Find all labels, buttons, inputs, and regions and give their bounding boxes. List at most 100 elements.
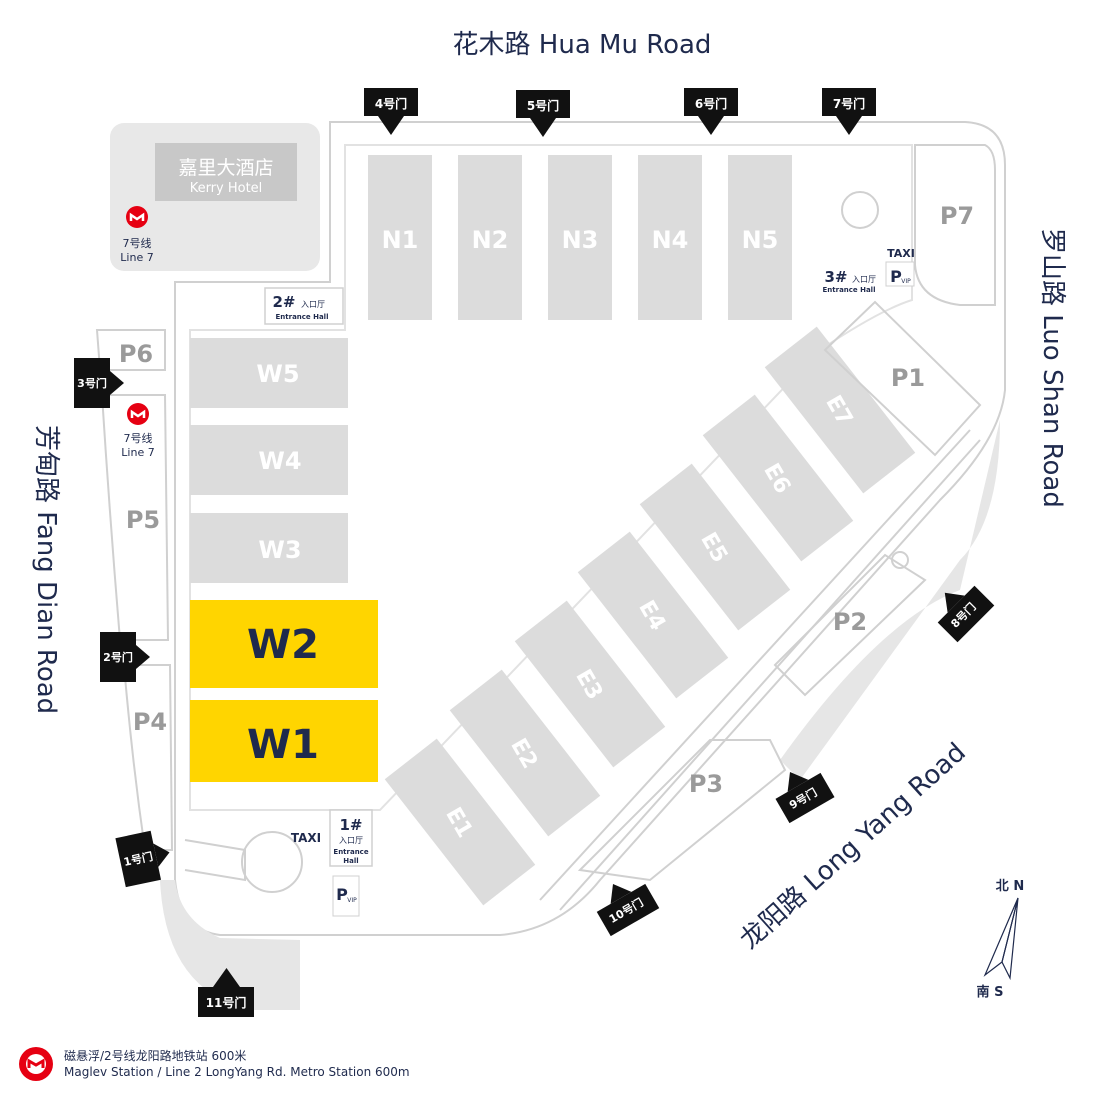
- hall-n2[interactable]: [458, 155, 522, 320]
- sw-road: [184, 839, 246, 882]
- hall-label-n2: N2: [472, 226, 509, 254]
- hall-label-w2: W2: [247, 622, 319, 668]
- hall-label-w4: W4: [258, 447, 301, 475]
- hall-label-n3: N3: [562, 226, 599, 254]
- hall-w4[interactable]: [190, 425, 348, 495]
- entrance-hall-1[interactable]: [329, 809, 373, 867]
- compass-icon: [983, 897, 1019, 981]
- entrance-1-cn: 入口厅: [339, 836, 363, 845]
- entrance-hall-2[interactable]: [264, 287, 344, 325]
- greenery-se: [780, 420, 1000, 780]
- gate-5-arrow-icon: [530, 118, 556, 137]
- gate-1[interactable]: [115, 828, 174, 888]
- road-east: 罗山路 Luo Shan Road: [1037, 228, 1067, 508]
- hotel-building[interactable]: [155, 143, 297, 201]
- entrance-hall-3[interactable]: [820, 262, 878, 296]
- hall-label-w3: W3: [258, 536, 301, 564]
- taxi-label-north: TAXI: [887, 247, 915, 260]
- gate-7-arrow-icon: [836, 116, 862, 135]
- hall-label-n5: N5: [742, 226, 779, 254]
- hall-e2[interactable]: [449, 669, 601, 837]
- gate-2-label: 2号门: [103, 650, 133, 664]
- gate-11-label: 11号门: [206, 995, 247, 1010]
- hall-e7[interactable]: [764, 326, 916, 494]
- parking-p2: P2: [833, 608, 867, 636]
- gate-9[interactable]: [767, 759, 835, 824]
- hall-w5[interactable]: [190, 338, 348, 408]
- footer-line-en: Maglev Station / Line 2 LongYang Rd. Met…: [64, 1065, 410, 1079]
- gate-3[interactable]: [74, 358, 124, 408]
- diagonal-road-inner: [539, 429, 971, 901]
- gate-9-arrow-icon: [787, 772, 809, 792]
- hall-e3[interactable]: [514, 600, 666, 768]
- vip-parking-south[interactable]: [332, 875, 360, 917]
- roundabout-east: [891, 551, 909, 569]
- hall-n5[interactable]: [728, 155, 792, 320]
- hall-n1[interactable]: [368, 155, 432, 320]
- gate-5[interactable]: [516, 90, 570, 137]
- gate-11[interactable]: [198, 968, 254, 1017]
- p7-block: [914, 144, 996, 306]
- metro-line-cn-west: 7号线: [124, 431, 153, 445]
- vip-sub-north: VIP: [901, 278, 911, 285]
- inner-site: [189, 144, 913, 811]
- compass-south: 南 S: [977, 984, 1004, 1000]
- gate-10-arrow-icon: [610, 884, 632, 904]
- hall-n3[interactable]: [548, 155, 612, 320]
- p1-block: [823, 300, 982, 457]
- parking-p4: P4: [133, 708, 167, 736]
- entrance-3-num: 3#: [824, 268, 847, 286]
- diagonal-road-outer: [559, 439, 981, 911]
- metro-icon-west: [127, 403, 149, 425]
- west-strip: [95, 329, 166, 371]
- vip-parking-north[interactable]: [885, 261, 915, 287]
- roundabout-north: [841, 191, 879, 229]
- entrance-2-en: Entrance Hall: [276, 313, 329, 321]
- north-halls: [368, 155, 792, 320]
- metro-icon-top: [126, 206, 148, 228]
- gate-8-arrow-icon: [944, 592, 965, 613]
- parking-p7: P7: [940, 202, 974, 230]
- west-strip-bottom: [122, 664, 174, 851]
- gate-8[interactable]: [926, 574, 995, 643]
- hall-label-w5: W5: [256, 360, 299, 388]
- vip-sub-south: VIP: [347, 897, 357, 904]
- entrance-2-cn: 入口厅: [301, 300, 325, 309]
- gate-2-arrow-icon: [136, 645, 150, 669]
- vip-p-south: P: [336, 885, 348, 904]
- entrance-1-en1: Entrance: [333, 848, 368, 856]
- hall-n4[interactable]: [638, 155, 702, 320]
- greenery-sw: [160, 880, 300, 1010]
- footer-line-cn: 磁悬浮/2号线龙阳路地铁站 600米: [64, 1049, 247, 1063]
- entrance-1-en2: Hall: [343, 857, 358, 865]
- metro-line-en-west: Line 7: [121, 446, 154, 459]
- hall-w1[interactable]: [190, 700, 378, 782]
- gate-4[interactable]: [364, 88, 418, 135]
- parking-p3: P3: [689, 770, 723, 798]
- compass-north: 北 N: [996, 879, 1024, 894]
- parking-p5: P5: [126, 506, 160, 534]
- gate-6-label: 6号门: [695, 96, 727, 111]
- metro-line-cn-top: 7号线: [123, 236, 152, 250]
- gate-4-arrow-icon: [378, 116, 404, 135]
- hall-e5[interactable]: [639, 463, 791, 631]
- road-southeast: 龙阳路 Long Yang Road: [735, 737, 972, 955]
- hotel-name-en: Kerry Hotel: [190, 181, 263, 196]
- hall-w3[interactable]: [190, 513, 348, 583]
- road-north: 花木路 Hua Mu Road: [453, 30, 712, 60]
- hall-e6[interactable]: [702, 394, 854, 562]
- gate-6[interactable]: [684, 88, 738, 135]
- hall-e1[interactable]: [384, 738, 536, 906]
- gate-2[interactable]: [100, 632, 150, 682]
- gate-7[interactable]: [822, 88, 876, 135]
- gate-5-label: 5号门: [527, 98, 559, 113]
- p2-block: [773, 553, 927, 697]
- taxi-label-south: TAXI: [291, 831, 321, 845]
- hall-label-n1: N1: [382, 226, 419, 254]
- entrance-3-cn: 入口厅: [852, 275, 876, 284]
- hall-w2[interactable]: [190, 600, 378, 688]
- hall-e4[interactable]: [577, 531, 729, 699]
- gate-10[interactable]: [589, 870, 660, 937]
- road-west: 芳甸路 Fang Dian Road: [31, 425, 61, 714]
